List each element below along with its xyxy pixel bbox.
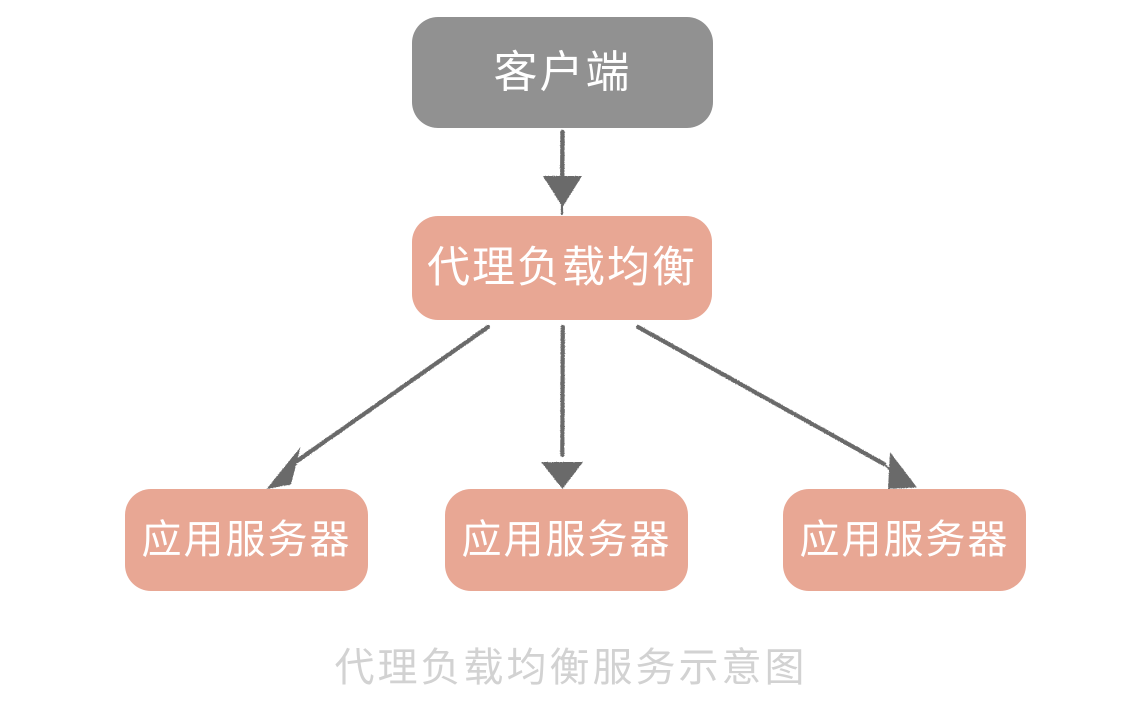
load-balancer-node-label: 代理负载均衡	[427, 242, 697, 293]
app-server-node-1-label: 应用服务器	[141, 517, 352, 563]
arrow-load-balancer-to-app-server-2	[541, 324, 583, 489]
diagram-caption: 代理负载均衡服务示意图	[334, 645, 808, 691]
app-server-node-2-label: 应用服务器	[461, 517, 672, 563]
arrow-load-balancer-to-app-server-1	[266, 324, 491, 489]
client-node-label: 客户端	[493, 46, 632, 98]
app-server-node-3-label: 应用服务器	[799, 517, 1010, 563]
client-node[interactable]: 客户端	[412, 17, 713, 128]
app-server-node-1[interactable]: 应用服务器	[125, 489, 368, 591]
load-balancer-node[interactable]: 代理负载均衡	[412, 216, 712, 320]
arrow-client-to-load-balancer	[543, 129, 582, 216]
arrow-load-balancer-to-app-server-3	[635, 324, 917, 489]
app-server-node-3[interactable]: 应用服务器	[783, 489, 1026, 591]
app-server-node-2[interactable]: 应用服务器	[445, 489, 688, 591]
